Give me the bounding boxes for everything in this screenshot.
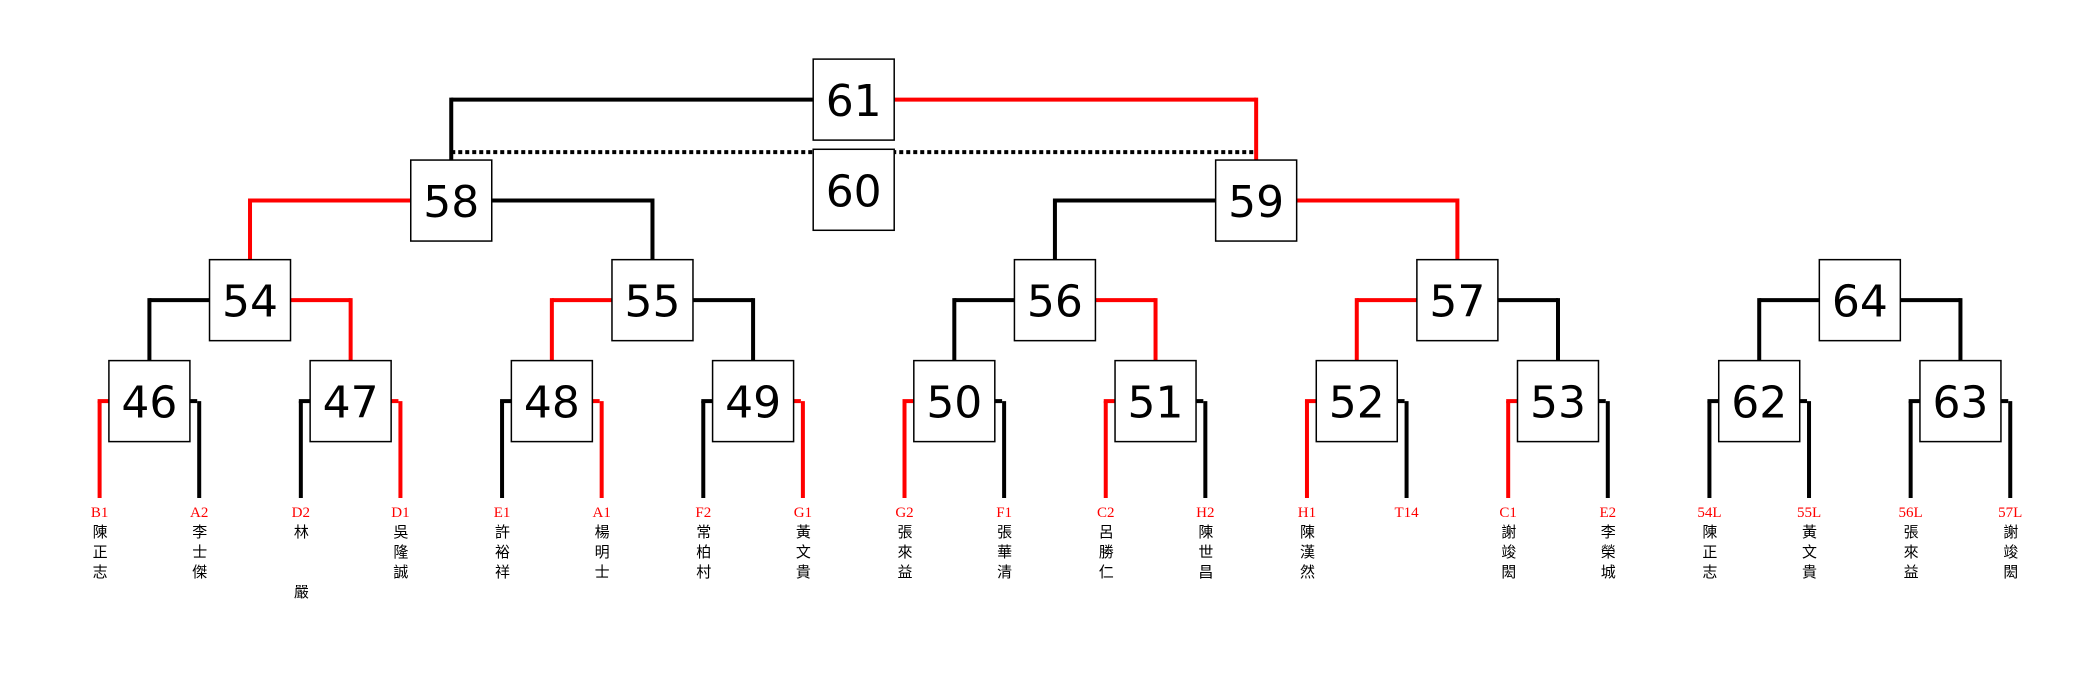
match-number: 63	[1932, 378, 1988, 429]
match-box[interactable]: 62	[1717, 359, 1801, 443]
match-box-frame	[913, 359, 996, 443]
entrant-code: C1	[1499, 505, 1517, 521]
match-box[interactable]: 63	[1919, 359, 2002, 443]
entrant-name: 陳正志	[1700, 523, 1719, 584]
match-box[interactable]: 61	[812, 58, 895, 141]
match-box-frame	[510, 359, 594, 443]
match-box[interactable]: 64	[1818, 258, 1902, 342]
entrant-code: 56L	[1899, 505, 1923, 521]
match-number: 59	[1228, 177, 1284, 228]
match-number: 56	[1027, 277, 1083, 328]
entrant-code: 57L	[1998, 505, 2022, 521]
entrant-name: 楊明士	[592, 523, 611, 584]
match-number: 57	[1429, 277, 1485, 328]
match-box[interactable]: 58	[409, 159, 493, 242]
entrant-code: A1	[592, 505, 610, 521]
entrant-name: 呂勝仁	[1096, 523, 1115, 584]
match-box[interactable]: 47	[309, 359, 392, 443]
entrant-code: E2	[1599, 505, 1616, 521]
entrant-name: 陳漢然	[1297, 523, 1316, 584]
entrant-name: 吳隆誠	[391, 523, 410, 584]
entrant-code: 54L	[1697, 505, 1721, 521]
match-number: 49	[725, 378, 781, 429]
entrant-name: 許裕祥	[493, 523, 512, 584]
entrant-name: 林 嚴	[291, 523, 310, 604]
match-number: 55	[624, 277, 680, 328]
match-box-frame	[309, 359, 392, 443]
entrant-code: H2	[1196, 505, 1214, 521]
match-number: 52	[1329, 378, 1385, 429]
match-box-frame	[611, 258, 694, 342]
entrant-name: 黃文貴	[793, 523, 812, 584]
match-number: 60	[826, 166, 882, 217]
match-box-frame	[1818, 258, 1902, 342]
match-box[interactable]: 60	[812, 148, 895, 232]
entrant-name: 陳正志	[90, 523, 109, 584]
entrant-name: 李榮城	[1598, 523, 1617, 584]
match-box[interactable]: 49	[711, 359, 795, 443]
match-number: 48	[524, 378, 580, 429]
match-number: 58	[423, 177, 479, 228]
entrant-code: G1	[794, 505, 812, 521]
match-number: 64	[1832, 277, 1888, 328]
match-box[interactable]: 55	[611, 258, 694, 342]
match-box-frame	[409, 159, 493, 242]
match-box-frame	[1919, 359, 2002, 443]
match-box-frame	[208, 258, 292, 342]
match-box[interactable]: 54	[208, 258, 292, 342]
match-box-frame	[1315, 359, 1399, 443]
entrant-name: 陳世昌	[1196, 523, 1215, 584]
entrant-code: E1	[494, 505, 511, 521]
match-box-frame	[1214, 159, 1298, 242]
match-number: 47	[323, 378, 379, 429]
match-number: 62	[1731, 378, 1787, 429]
match-number: 53	[1530, 378, 1586, 429]
match-box[interactable]: 51	[1114, 359, 1197, 443]
entrant-code: A2	[190, 505, 208, 521]
entrant-name: 謝竣閎	[1499, 523, 1518, 584]
entrant-name: 常柏村	[694, 523, 713, 584]
match-number: 61	[826, 76, 882, 127]
entrant-code: D1	[391, 505, 409, 521]
match-box[interactable]: 46	[108, 359, 191, 443]
entrant-name: 謝竣閎	[2001, 523, 2020, 584]
match-box[interactable]: 53	[1516, 359, 1600, 443]
match-boxes: 46 47 48 49 50 51 52 53 62 63 54 55 56 57 64 58 59 61 60	[108, 58, 2002, 443]
match-number: 46	[121, 378, 177, 429]
entrant-code: 55L	[1797, 505, 1821, 521]
match-number: 54	[222, 277, 278, 328]
entrant-name: 黃文貴	[1800, 523, 1819, 584]
match-box[interactable]: 56	[1013, 258, 1097, 342]
match-box[interactable]: 50	[913, 359, 996, 443]
match-box-frame	[812, 58, 895, 141]
match-number: 50	[926, 378, 982, 429]
entrant-name: 張來益	[895, 523, 914, 584]
match-box-frame	[108, 359, 191, 443]
match-box[interactable]: 59	[1214, 159, 1298, 242]
match-box-frame	[1013, 258, 1097, 342]
entrant-code: C2	[1097, 505, 1115, 521]
entrant-code: H1	[1298, 505, 1316, 521]
entrant-code: F1	[996, 505, 1012, 521]
match-box-frame	[812, 148, 895, 232]
entrant-name: 張來益	[1901, 523, 1920, 584]
match-box-frame	[1717, 359, 1801, 443]
match-box[interactable]: 57	[1416, 258, 1499, 342]
entrant-name: 張華清	[995, 523, 1014, 584]
match-box-frame	[1516, 359, 1600, 443]
entrant-code: D2	[292, 505, 310, 521]
entrant-code: T14	[1394, 505, 1419, 521]
match-box[interactable]: 52	[1315, 359, 1399, 443]
match-number: 51	[1128, 378, 1184, 429]
entrant-code: F2	[695, 505, 711, 521]
entrant-code: B1	[91, 505, 109, 521]
entrant-code: G2	[895, 505, 913, 521]
match-box-frame	[711, 359, 795, 443]
match-box-frame	[1114, 359, 1197, 443]
match-box-frame	[1416, 258, 1499, 342]
entrant-name: 李士傑	[190, 523, 209, 584]
match-box[interactable]: 48	[510, 359, 594, 443]
